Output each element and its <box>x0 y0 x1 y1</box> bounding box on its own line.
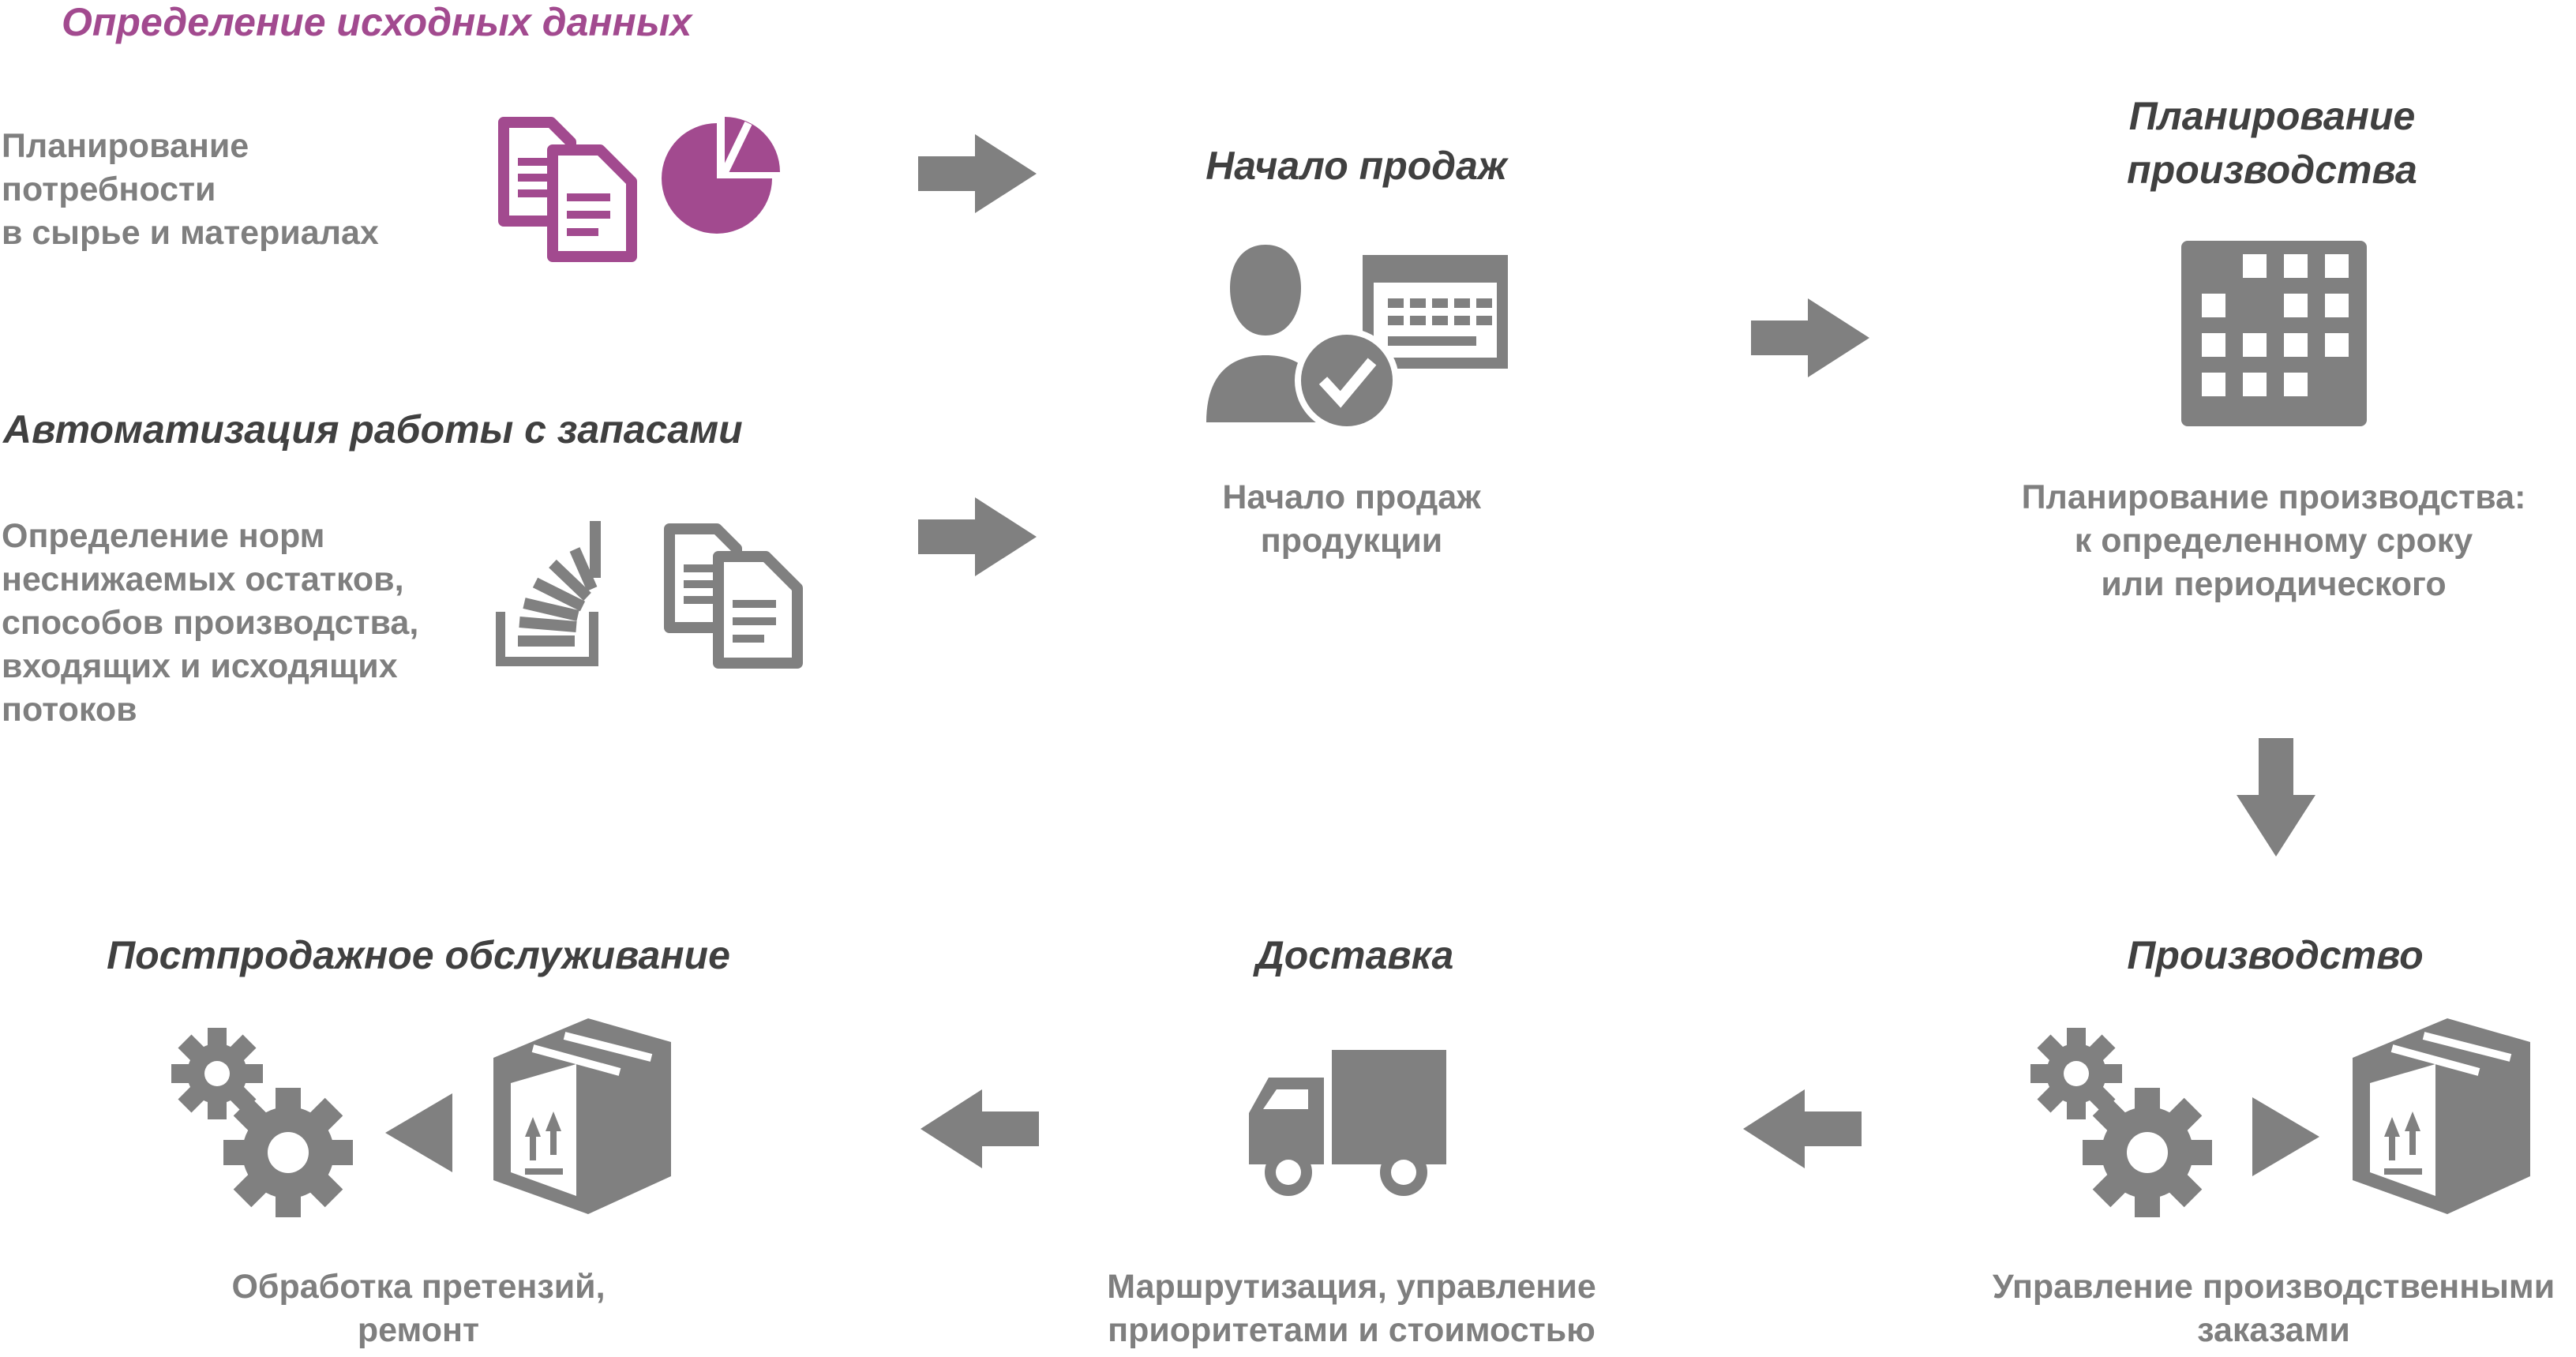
sales-description: Начало продаж продукции <box>1222 476 1480 563</box>
box-icon <box>2353 1018 2530 1214</box>
planning-calendar-grid-icon <box>2181 241 2367 426</box>
desc-line: Обработка претензий, <box>231 1268 606 1306</box>
desc-line: неснижаемых остатков, <box>2 560 404 598</box>
aftersales-title: Постпродажное обслуживание <box>107 933 730 977</box>
materials-description: Планирование потребности в сырье и матер… <box>2 125 379 255</box>
desc-line: заказами <box>2197 1311 2350 1349</box>
desc-line: Начало продаж <box>1222 478 1481 516</box>
desc-line: приоритетами и стоимостью <box>1108 1311 1595 1349</box>
delivery-description: Маршрутизация, управление приоритетами и… <box>1107 1265 1596 1352</box>
desc-line: входящих и исходящих <box>2 647 398 685</box>
desc-line: ремонт <box>357 1311 480 1349</box>
arrow-down-icon <box>2237 738 2315 857</box>
gears-icon <box>2030 1028 2212 1217</box>
desc-line: Планирование производства: <box>2021 478 2526 516</box>
planning-title: Планирование производства <box>2127 89 2417 197</box>
desc-line: Маршрутизация, управление <box>1107 1268 1596 1306</box>
desc-line: потоков <box>2 691 137 729</box>
play-triangle-icon <box>2252 1097 2319 1176</box>
delivery-title: Доставка <box>1255 933 1454 977</box>
stack-icon <box>496 521 601 666</box>
sales-user-check-icon <box>1206 245 1508 433</box>
arrow-right-icon <box>1751 298 1869 377</box>
production-title: Производство <box>2127 933 2424 977</box>
arrow-right-icon <box>918 134 1037 213</box>
truck-icon <box>1249 1050 1446 1196</box>
desc-line: в сырье и материалах <box>2 214 379 252</box>
arrow-right-icon <box>918 497 1037 576</box>
arrow-left-icon <box>921 1089 1039 1168</box>
aftersales-description: Обработка претензий, ремонт <box>231 1265 605 1352</box>
inventory-description: Определение норм неснижаемых остатков, с… <box>2 515 418 732</box>
sales-title: Начало продаж <box>1206 144 1507 188</box>
box-return-icon <box>493 1018 671 1214</box>
production-description: Управление производственными заказами <box>1993 1265 2555 1352</box>
desc-line: способов производства, <box>2 604 419 642</box>
documents-gray-icon <box>664 523 803 669</box>
desc-line: к определенному сроку <box>2074 522 2473 560</box>
documents-icon <box>498 117 637 262</box>
planning-description: Планирование производства: к определенно… <box>2022 476 2526 606</box>
pie-chart-icon <box>662 117 780 234</box>
gears-service-icon <box>171 1028 353 1217</box>
planning-title-line: производства <box>2127 148 2417 192</box>
desc-line: Определение норм <box>2 517 325 555</box>
desc-line: продукции <box>1260 522 1443 560</box>
desc-line: потребности <box>2 171 216 208</box>
arrow-left-icon <box>1743 1089 1862 1168</box>
planning-title-line: Планирование <box>2128 94 2416 138</box>
back-triangle-icon <box>385 1093 452 1172</box>
input-section-title: Определение исходных данных <box>62 0 692 44</box>
desc-line: или периодического <box>2101 565 2447 603</box>
desc-line: Планирование <box>2 127 249 165</box>
inventory-automation-title: Автоматизация работы с запасами <box>3 407 743 452</box>
desc-line: Управление производственными <box>1992 1268 2555 1306</box>
